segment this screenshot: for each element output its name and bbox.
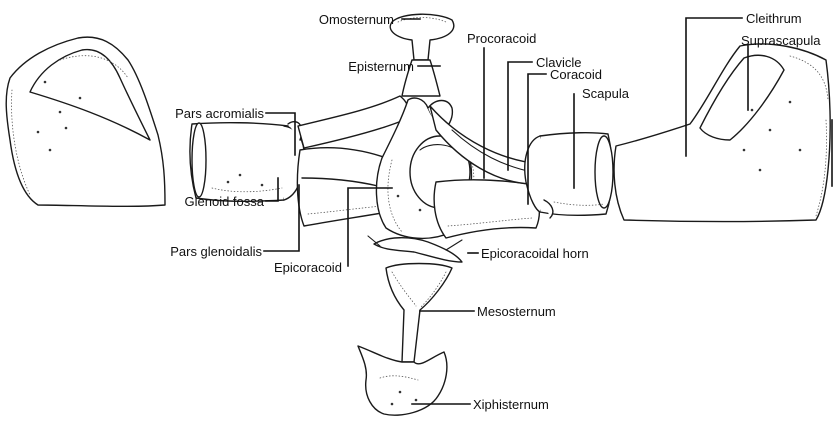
label-epicoracoidal-horn: Epicoracoidal horn <box>481 246 589 261</box>
label-procoracoid: Procoracoid <box>467 31 536 46</box>
right-scapula-bone <box>525 133 613 218</box>
mesosternum-bone <box>386 264 452 363</box>
label-cleithrum: Cleithrum <box>746 11 802 26</box>
label-scapula: Scapula <box>582 86 630 101</box>
right-suprascapula-bone <box>614 44 830 222</box>
right-coracoid-bone <box>434 180 539 238</box>
label-xiphisternum: Xiphisternum <box>473 397 549 412</box>
label-epicoracoid: Epicoracoid <box>274 260 342 275</box>
label-omosternum: Omosternum <box>319 12 394 27</box>
label-coracoid: Coracoid <box>550 67 602 82</box>
label-glenoid-fossa: Glenoid fossa <box>185 194 265 209</box>
label-episternum: Episternum <box>348 59 414 74</box>
label-pars-glenoidalis: Pars glenoidalis <box>170 244 262 259</box>
omosternum-bone <box>390 14 454 60</box>
left-scapula-bone <box>190 122 304 202</box>
left-suprascapula-bone <box>6 37 165 206</box>
epicoracoidal-horn <box>368 236 462 262</box>
label-suprascapula: Suprascapula <box>741 33 821 48</box>
label-mesosternum: Mesosternum <box>477 304 556 319</box>
label-pars-acromialis: Pars acromialis <box>175 106 264 121</box>
